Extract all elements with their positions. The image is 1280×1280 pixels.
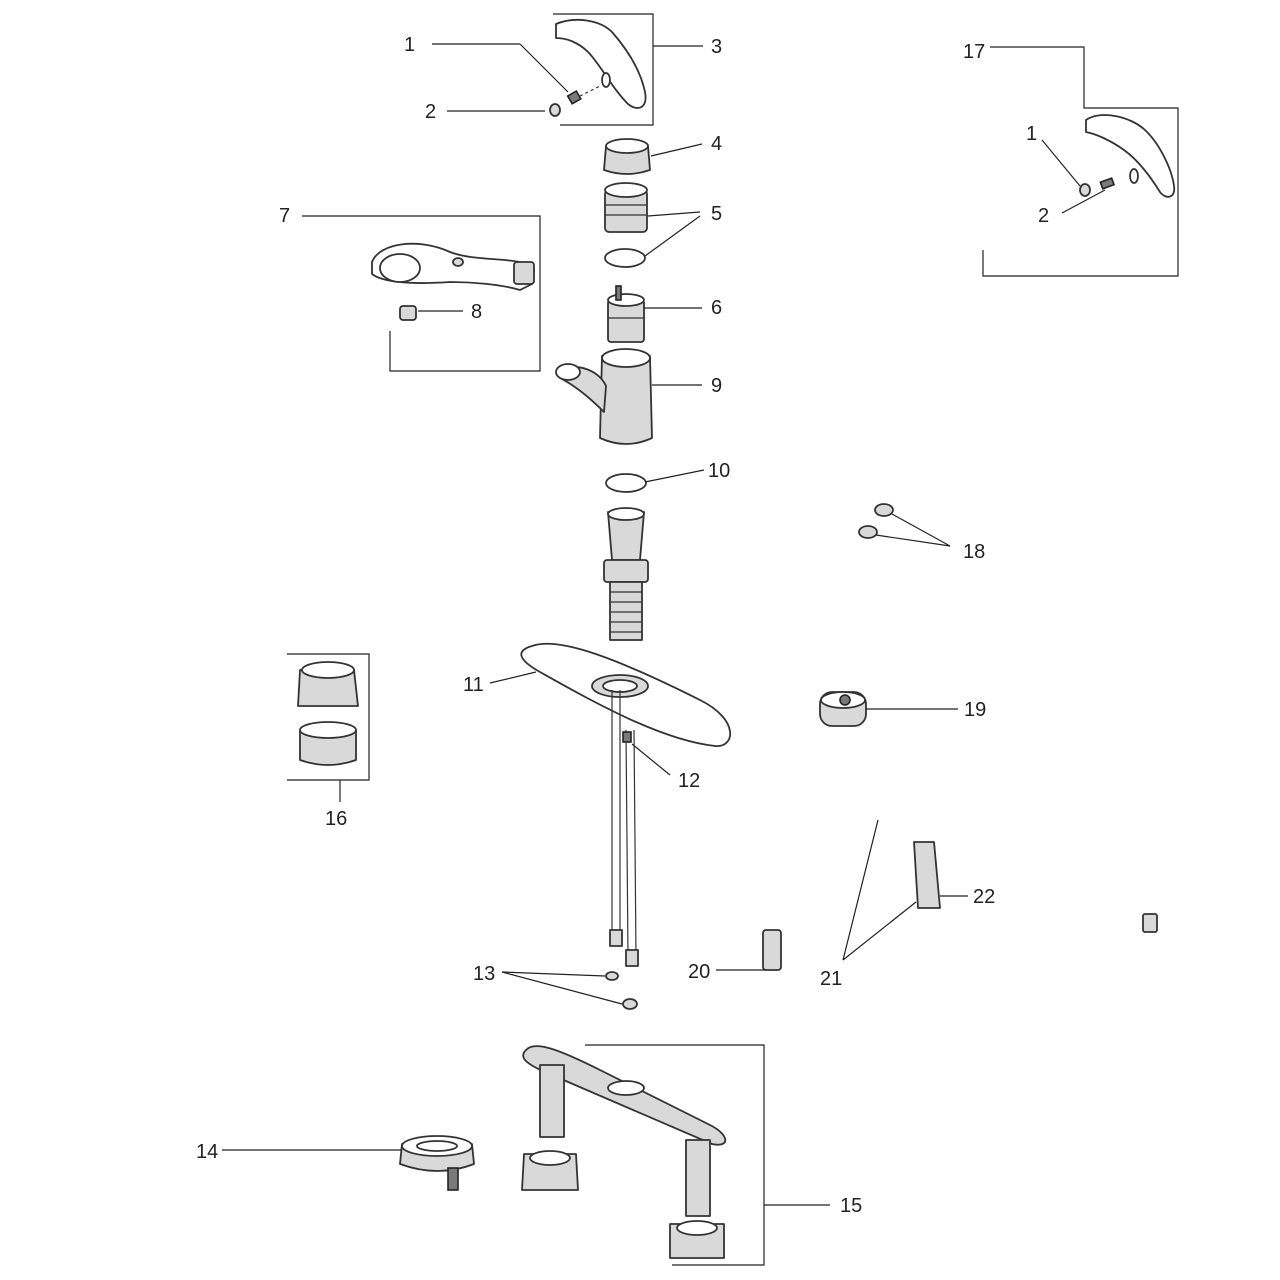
o-ring-12 xyxy=(622,731,632,743)
callout-3: 3 xyxy=(711,36,722,58)
valve-body-shank xyxy=(603,507,649,641)
callout-17: 17 xyxy=(963,41,985,63)
callout-10: 10 xyxy=(708,460,730,482)
handle-assembly-group xyxy=(432,13,703,126)
mounting-nut xyxy=(222,1135,475,1191)
callout-16: 16 xyxy=(325,808,347,830)
callout-6: 6 xyxy=(711,297,722,319)
callout-4: 4 xyxy=(711,133,722,155)
button-plug xyxy=(549,103,561,117)
alt-lever-handle xyxy=(1085,114,1176,198)
aerator xyxy=(399,305,417,321)
escutcheon-plate xyxy=(489,642,731,747)
spout-body xyxy=(555,348,702,445)
spray-head-group xyxy=(302,215,541,372)
alt-handle-group xyxy=(982,46,1179,277)
callout-7: 7 xyxy=(279,205,290,227)
bonnet-cap xyxy=(603,138,703,175)
lever-handle xyxy=(555,18,647,109)
hole-caps xyxy=(858,503,951,547)
set-screw xyxy=(566,89,582,105)
hose-clip xyxy=(913,841,941,909)
mounting-bracket-group xyxy=(521,1044,830,1266)
callout-20: 20 xyxy=(688,961,710,983)
callout-22: 22 xyxy=(973,886,995,908)
callout-labels: 1 2 3 4 5 6 7 8 9 10 11 12 13 14 15 16 1… xyxy=(196,34,1049,1217)
callout-5: 5 xyxy=(711,203,722,225)
callout-9: 9 xyxy=(711,375,722,397)
callout-8: 8 xyxy=(471,301,482,323)
callout-15: 15 xyxy=(840,1195,862,1217)
callout-14: 14 xyxy=(196,1141,218,1163)
callout-13: 13 xyxy=(473,963,495,985)
callout-18: 18 xyxy=(963,541,985,563)
bonnet-nut-assembly xyxy=(604,182,701,268)
callout-19: 19 xyxy=(964,699,986,721)
callout-21: 21 xyxy=(820,968,842,990)
supply-tubes xyxy=(609,690,671,967)
callout-1-top: 1 xyxy=(404,34,415,56)
callout-2-top: 2 xyxy=(425,101,436,123)
hose-connector xyxy=(762,929,782,971)
soap-button xyxy=(819,691,958,727)
o-ring xyxy=(604,248,646,268)
callout-2-right: 2 xyxy=(1038,205,1049,227)
cartridge xyxy=(607,285,702,343)
spacer-rings-group xyxy=(287,653,370,802)
callout-12: 12 xyxy=(678,770,700,792)
callout-1-right: 1 xyxy=(1026,123,1037,145)
callout-11: 11 xyxy=(463,674,484,696)
base-o-ring xyxy=(605,469,705,493)
washers xyxy=(501,971,638,1010)
pullout-hose xyxy=(716,793,1158,1168)
